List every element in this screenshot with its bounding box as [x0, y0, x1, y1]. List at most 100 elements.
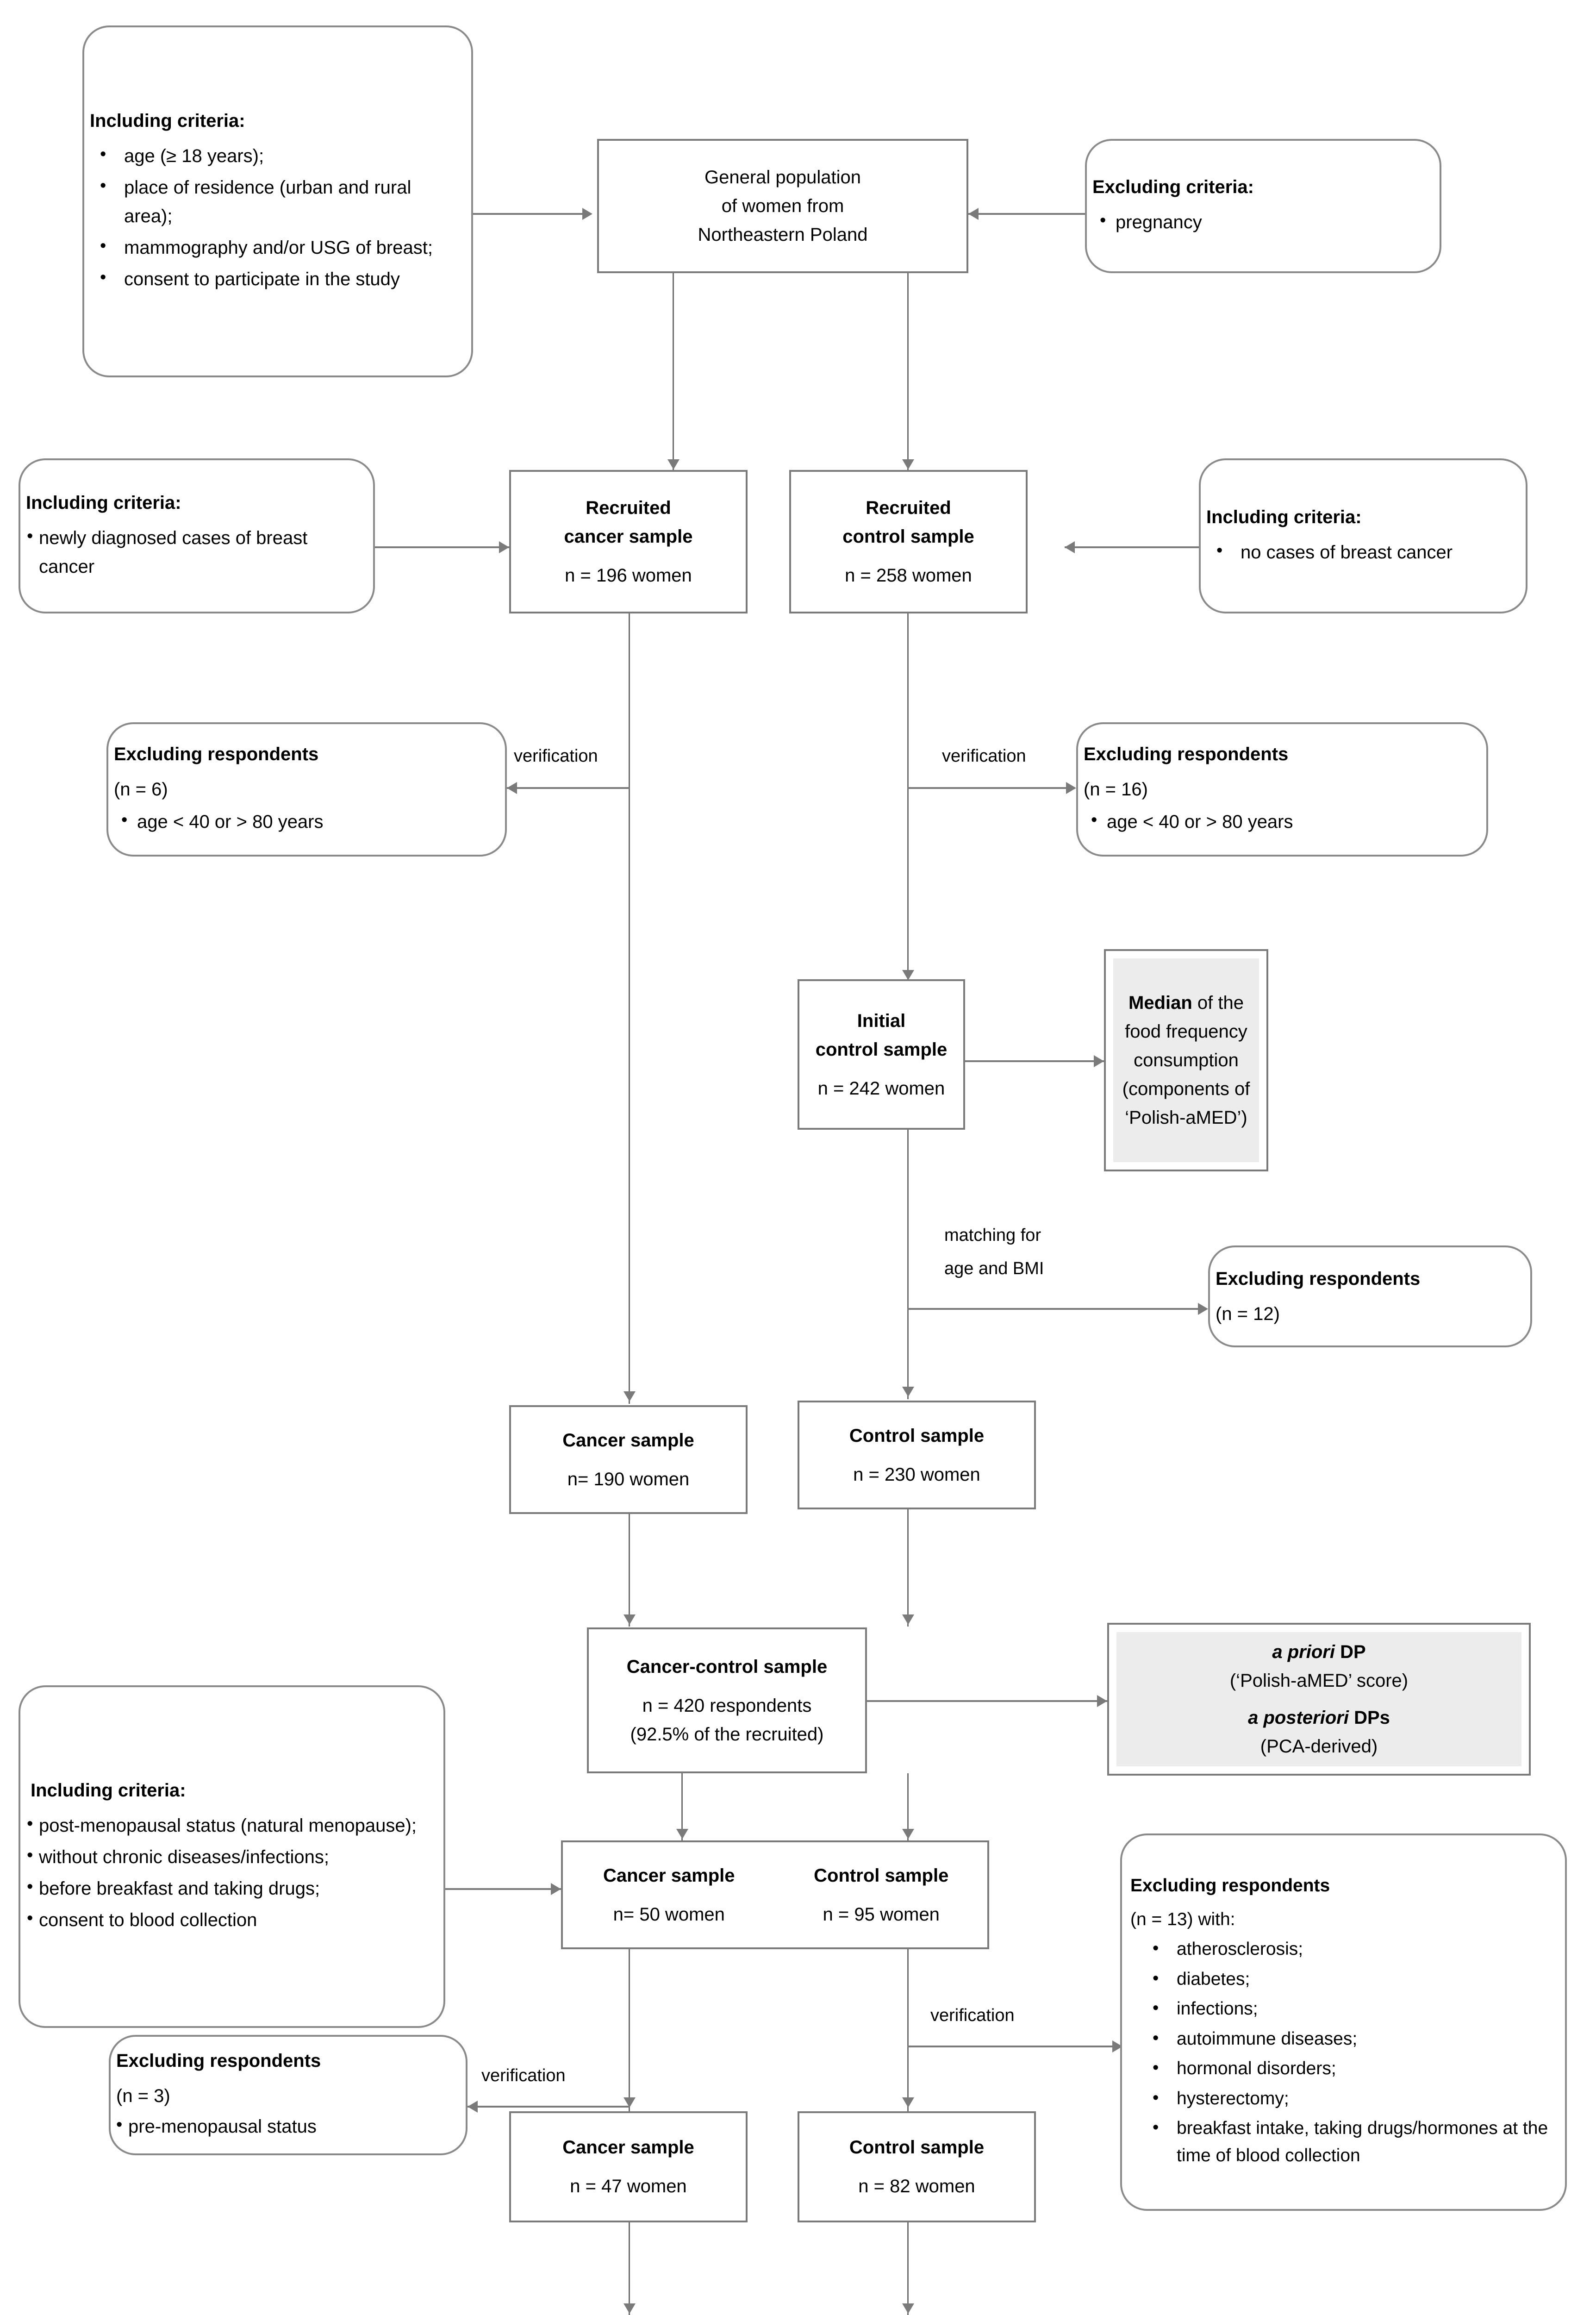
cc-5095-right-n: n = 95 women [823, 1904, 940, 1925]
edge-verification-4 [907, 2046, 1120, 2047]
cancer-190-n: n= 190 women [567, 1469, 690, 1489]
arrowhead-230-to-420 [902, 1614, 914, 1625]
dp-line1-rest: DP [1334, 1642, 1366, 1662]
excluding-6-n: (n = 6) [114, 779, 168, 800]
dp-aposteriori-italic: a posteriori [1248, 1708, 1349, 1728]
edge-initial-down [907, 1130, 909, 1399]
including-criteria-control-header: Including criteria: [1206, 507, 1362, 527]
excluding-12-header: Excluding respondents [1216, 1269, 1421, 1289]
edge-47-down [629, 2222, 630, 2315]
list-item: age < 40 or > 80 years [121, 807, 497, 836]
cc-420-title: Cancer-control sample [626, 1656, 828, 1677]
list-item: hormonal disorders; [1153, 2054, 1557, 2083]
dp-line3-rest: DPs [1348, 1708, 1390, 1728]
cc-420-pct: (92.5% of the recruited) [630, 1724, 824, 1745]
recruited-control-n: n = 258 women [845, 565, 972, 586]
arrowhead-47-to-129 [623, 2303, 636, 2314]
including-criteria-general-list: age (≥ 18 years); place of residence (ur… [84, 141, 471, 296]
list-item: breakfast intake, taking drugs/hormones … [1153, 2114, 1557, 2169]
excluding-13-n: (n = 13) with: [1130, 1909, 1235, 1929]
median-bold-word: Median [1128, 993, 1192, 1013]
node-excluding-respondents-6: Excluding respondents (n = 6) age < 40 o… [106, 722, 507, 857]
list-item: age < 40 or > 80 years [1091, 807, 1478, 836]
cc-420-n: n = 420 respondents [642, 1695, 812, 1716]
arrowhead-420-to-dp [1097, 1695, 1107, 1707]
node-cancer-control-50-95: Cancer sample Control sample n= 50 women… [561, 1840, 989, 1949]
edge-label-matching-line2: age and BMI [944, 1259, 1044, 1278]
excluding-3-header: Excluding respondents [116, 2051, 321, 2071]
median-line1: Median of the [1128, 989, 1244, 1017]
arrowhead-to-control-230 [902, 1387, 914, 1397]
including-criteria-cancer-list: newly diagnosed cases of breast cancer [20, 523, 373, 584]
list-item: without chronic diseases/infections; [27, 1842, 435, 1871]
dp-apriori-italic: a priori [1272, 1642, 1335, 1662]
arrowhead-incblood [551, 1883, 561, 1895]
edge-inccancer-to-recruited [375, 546, 509, 548]
node-including-criteria-blood: Including criteria: post-menopausal stat… [19, 1685, 445, 2028]
node-general-population: General population of women from Northea… [597, 139, 968, 273]
recruited-control-line2: control sample [842, 526, 974, 547]
node-excluding-criteria-general: Excluding criteria: pregnancy [1085, 139, 1441, 273]
arrowhead-verification-4 [1112, 2040, 1122, 2052]
excluding-3-list: pre-menopausal status [111, 2111, 466, 2144]
node-including-criteria-general: Including criteria: age (≥ 18 years); pl… [82, 25, 473, 377]
excluding-criteria-general-list: pregnancy [1087, 207, 1440, 239]
arrowhead-420-to-5095-right [902, 1829, 914, 1839]
edge-label-verification-1: verification [514, 746, 598, 766]
edge-label-verification-4: verification [930, 2006, 1015, 2025]
control-82-title: Control sample [849, 2137, 985, 2158]
arrowhead-82-to-129 [902, 2303, 914, 2314]
edge-label-verification-3: verification [481, 2066, 566, 2085]
cc-5095-left-title: Cancer sample [603, 1865, 735, 1886]
list-item: pre-menopausal status [116, 2111, 457, 2141]
control-82-n: n = 82 women [858, 2176, 975, 2196]
arrowhead-verification-1 [507, 782, 517, 794]
edge-excluding-to-general [968, 213, 1085, 215]
node-cancer-sample-47: Cancer sample n = 47 women [509, 2111, 748, 2222]
initial-control-line1: Initial [857, 1010, 906, 1031]
median-line5: ‘Polish-aMED’) [1125, 1107, 1247, 1128]
initial-control-n: n = 242 women [817, 1078, 945, 1099]
general-population-line1: General population [704, 167, 861, 188]
median-line3: consumption [1134, 1050, 1239, 1070]
edge-420-down-right [907, 1773, 909, 1840]
edge-420-down [681, 1773, 683, 1840]
node-including-criteria-cancer: Including criteria: newly diagnosed case… [19, 458, 375, 613]
cc-5095-right-title: Control sample [814, 1865, 949, 1886]
edge-230-down [907, 1508, 909, 1627]
arrowhead-matching [1198, 1303, 1208, 1315]
list-item: age (≥ 18 years); [100, 141, 463, 170]
cancer-47-title: Cancer sample [562, 2137, 694, 2158]
edge-82-down [907, 2222, 909, 2315]
list-item: consent to blood collection [27, 1905, 435, 1934]
arrowhead-initial-to-median [1094, 1055, 1104, 1067]
recruited-cancer-n: n = 196 women [565, 565, 692, 586]
arrowhead-190-to-420 [623, 1614, 636, 1625]
node-excluding-respondents-3: Excluding respondents (n = 3) pre-menopa… [109, 2035, 468, 2155]
excluding-6-header: Excluding respondents [114, 744, 319, 764]
arrowhead-general-to-cancer [667, 459, 680, 469]
edge-incblood-to-5095 [445, 1888, 561, 1890]
cancer-190-title: Cancer sample [562, 1430, 694, 1451]
list-item: place of residence (urban and rural area… [100, 172, 463, 231]
dp-line2: (‘Polish-aMED’ score) [1229, 1671, 1409, 1691]
list-item: hysterectomy; [1153, 2084, 1557, 2113]
arrowhead-including-to-general [582, 208, 592, 220]
including-criteria-general-header: Including criteria: [90, 111, 245, 131]
arrowhead-to-control-82 [902, 2097, 914, 2108]
general-population-line3: Northeastern Poland [698, 225, 868, 245]
list-item: post-menopausal status (natural menopaus… [27, 1810, 435, 1840]
edge-verification-2 [907, 787, 1072, 789]
list-item: pregnancy [1100, 207, 1431, 237]
node-cancer-control-sample-420: Cancer-control sample n = 420 respondent… [587, 1627, 867, 1773]
recruited-control-line1: Recruited [866, 498, 951, 518]
edge-inccontrol-to-recruited [1065, 546, 1199, 548]
list-item: consent to participate in the study [100, 264, 463, 294]
arrowhead-inccancer [499, 541, 509, 553]
initial-control-line2: control sample [815, 1039, 948, 1060]
edge-recruited-control-trunk [907, 611, 909, 982]
excluding-16-list: age < 40 or > 80 years [1078, 807, 1486, 839]
node-dietary-patterns: a priori DP (‘Polish-aMED’ score) a post… [1107, 1623, 1531, 1776]
list-item: newly diagnosed cases of breast cancer [27, 523, 365, 581]
